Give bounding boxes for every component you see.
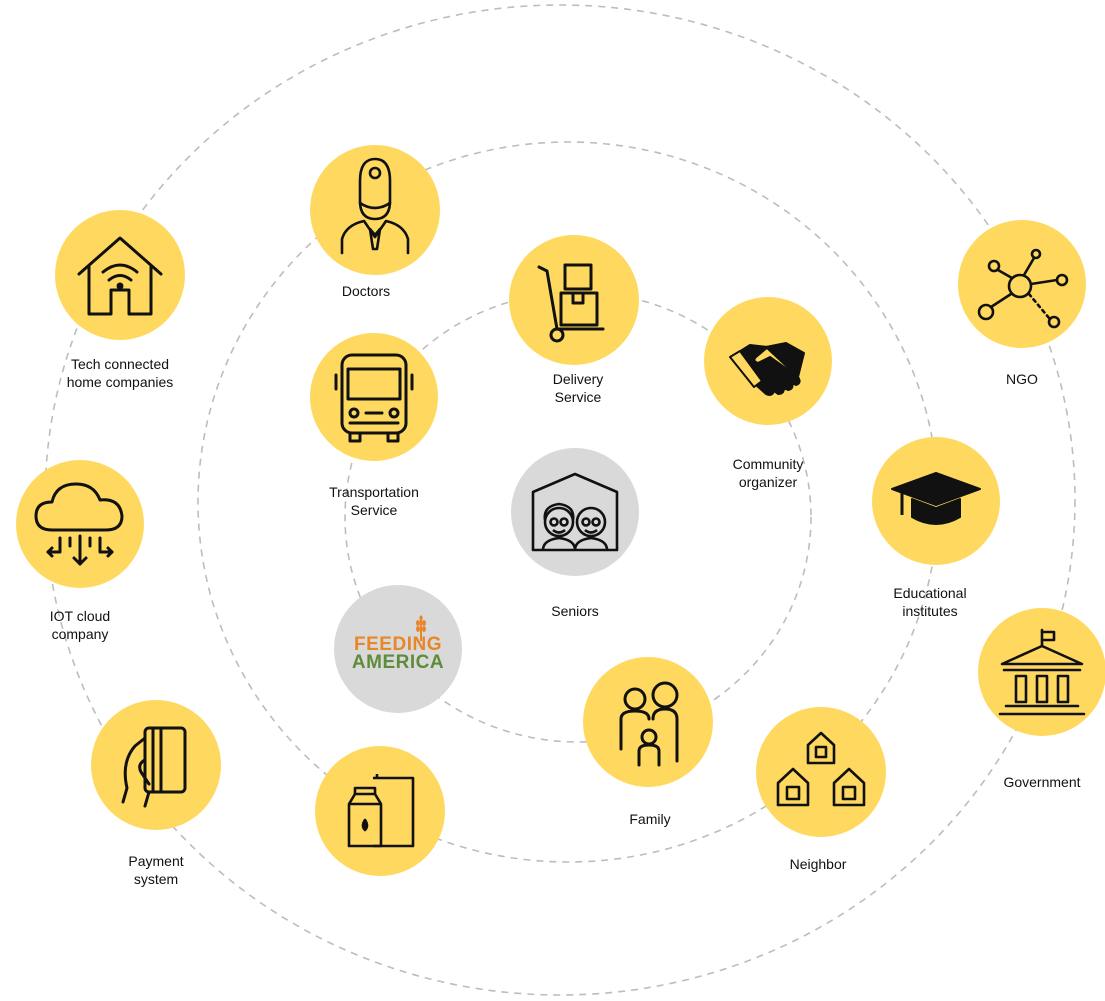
cloud-icon <box>34 482 124 566</box>
grocery-icon <box>347 774 415 848</box>
ring-inner <box>344 291 812 743</box>
wheat-icon <box>416 615 426 641</box>
delivery-cart-icon <box>537 263 605 343</box>
ngo-label: NGO <box>1006 371 1038 387</box>
neighbor-houses-icon <box>776 731 866 807</box>
feeding-america-node[interactable]: FEEDING AMERICA <box>334 585 462 713</box>
seniors-icon <box>531 472 619 552</box>
iot-label: IOT cloud company <box>49 608 111 642</box>
community-label: Community organizer <box>732 456 804 490</box>
government-building-icon <box>998 628 1086 716</box>
handshake-icon <box>729 342 805 396</box>
government-node[interactable] <box>978 608 1105 736</box>
doctor-icon <box>340 157 410 255</box>
delivery-label: Delivery Service <box>552 371 604 405</box>
bus-icon <box>334 353 414 443</box>
ngo-node[interactable] <box>958 220 1086 348</box>
education-node[interactable] <box>872 437 1000 565</box>
transport-label: Transportation Service <box>329 484 419 518</box>
community-node[interactable] <box>704 297 832 425</box>
doctors-node[interactable] <box>310 145 440 275</box>
seniors-label: Seniors <box>551 603 599 619</box>
tech-label: Tech connected home companies <box>66 356 174 390</box>
family-label: Family <box>629 811 671 827</box>
smart-home-icon <box>77 236 163 316</box>
iot-node[interactable] <box>16 460 144 588</box>
neighbor-node[interactable] <box>756 707 886 837</box>
network-icon <box>977 248 1069 329</box>
payment-label: Payment system <box>128 853 184 887</box>
payment-card-icon <box>121 726 187 808</box>
family-icon <box>619 681 679 767</box>
tech-node[interactable] <box>55 210 185 340</box>
transport-node[interactable] <box>310 333 438 461</box>
education-label: Educational institutes <box>893 585 967 619</box>
logo-line1: FEEDING <box>354 634 442 655</box>
grocery-node[interactable] <box>315 746 445 876</box>
family-node[interactable] <box>583 657 713 787</box>
seniors-node <box>511 448 639 576</box>
graduation-cap-icon <box>891 472 981 525</box>
neighbor-label: Neighbor <box>789 856 847 872</box>
logo-line2: AMERICA <box>351 652 445 673</box>
government-label: Government <box>1003 774 1081 790</box>
payment-node[interactable] <box>91 700 221 830</box>
doctors-label: Doctors <box>341 283 391 299</box>
delivery-node[interactable] <box>509 235 639 365</box>
